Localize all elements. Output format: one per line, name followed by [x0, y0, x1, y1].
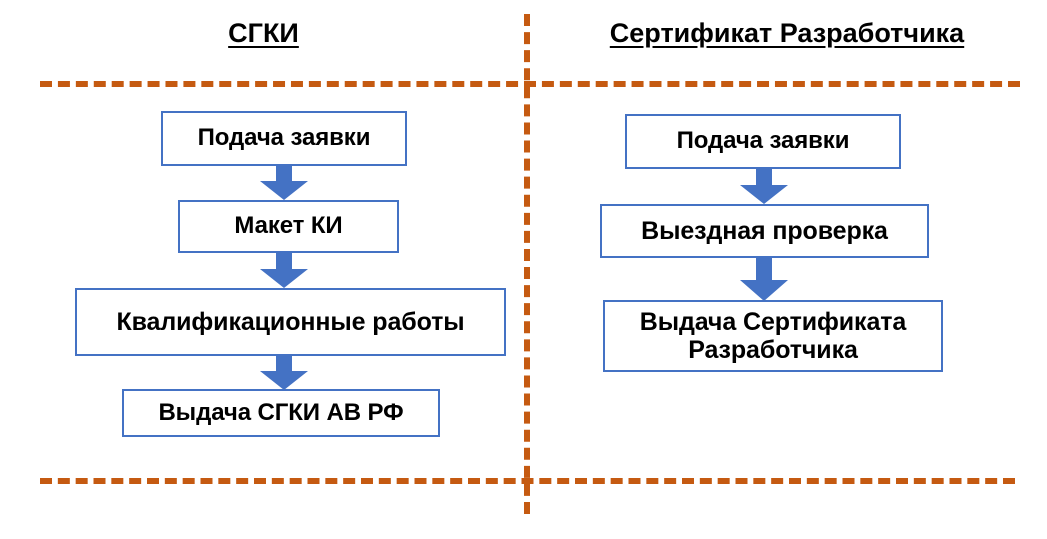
right-step-1-label: Подача заявки [676, 127, 850, 155]
left-step-3-box[interactable]: Квалификационные работы [75, 288, 506, 356]
left-step-2-box[interactable]: Макет КИ [178, 200, 399, 253]
right-step-1-box[interactable]: Подача заявки [625, 114, 901, 169]
left-step-1-label: Подача заявки [197, 124, 371, 152]
right-step-3-label-line1: Выдача Сертификата [639, 308, 907, 336]
right-connector-2-down-arrow [738, 258, 790, 302]
right-step-2-label: Выездная проверка [641, 217, 888, 245]
column-heading-left: СГКИ [228, 18, 299, 48]
left-step-3-label: Квалификационные работы [116, 308, 465, 336]
left-step-1-box[interactable]: Подача заявки [161, 111, 407, 166]
right-step-2-box[interactable]: Выездная проверка [600, 204, 929, 258]
vertical-dashed-divider [524, 14, 530, 514]
left-step-4-box[interactable]: Выдача СГКИ АВ РФ [122, 389, 440, 437]
left-connector-2-down-arrow [258, 253, 310, 289]
right-connector-1-down-arrow [738, 169, 790, 205]
top-dashed-divider [40, 81, 1020, 87]
right-step-3-label-line2: Разработчика [688, 336, 858, 364]
left-step-2-label: Макет КИ [234, 212, 343, 240]
left-connector-3-down-arrow [258, 355, 310, 391]
right-step-3-box[interactable]: Выдача Сертификата Разработчика [603, 300, 943, 372]
column-heading-right: Сертификат Разработчика [609, 18, 965, 48]
left-step-4-label: Выдача СГКИ АВ РФ [158, 398, 404, 426]
left-connector-1-down-arrow [258, 166, 310, 201]
